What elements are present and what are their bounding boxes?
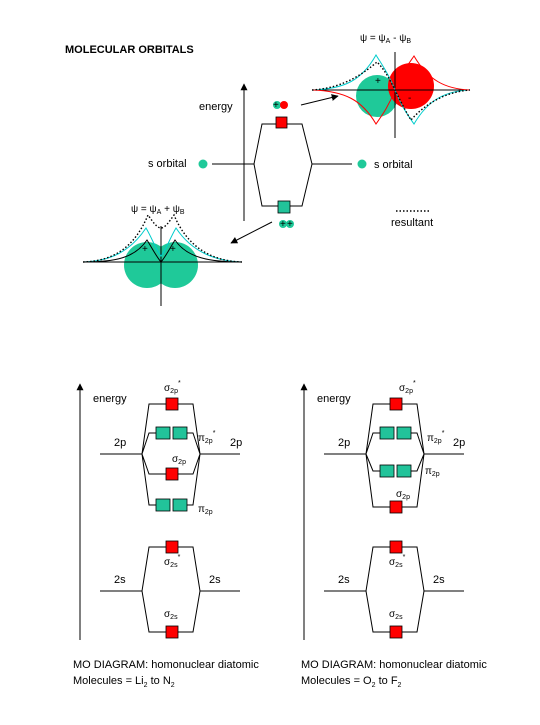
- left-mo-lines: [100, 403, 240, 633]
- left-sigma2s-box: [165, 625, 179, 639]
- right-pi2p-box-2: [396, 464, 412, 478]
- mini-red-top: [280, 101, 288, 109]
- right-2p-right-label: 2p: [453, 437, 465, 449]
- right-2s-left-label: 2s: [338, 574, 350, 586]
- figure-title: MOLECULAR ORBITALS: [65, 44, 194, 56]
- mini-green-bot-1: [279, 220, 287, 228]
- left-caption-line1: MO DIAGRAM: homonuclear diatomic: [73, 659, 259, 671]
- right-2s-right-label: 2s: [433, 574, 445, 586]
- svg-text:+: +: [375, 76, 381, 87]
- top-energy-label: energy: [199, 101, 233, 113]
- right-2p-left-label: 2p: [338, 437, 350, 449]
- right-pi2p-label: π2p: [425, 466, 440, 478]
- right-mo-lines: [324, 403, 464, 633]
- left-energy-label: energy: [93, 393, 127, 405]
- top-mo-lines: [212, 123, 352, 207]
- mo-diagram-li2-n2: energy 2p 2p 2s 2s σ2p* π2p* σ2p π2p σ2s…: [73, 380, 259, 689]
- arrow-to-bonding: [230, 221, 273, 244]
- left-sigma2p-star-label: σ2p*: [164, 380, 181, 395]
- left-pi2p-label: π2p: [198, 504, 213, 516]
- right-sigma2p-star-label: σ2p*: [399, 380, 416, 395]
- left-sigma2s-star-label: σ2s*: [164, 554, 181, 569]
- left-sigma2p-box: [165, 467, 179, 481]
- right-energy-label: energy: [317, 393, 351, 405]
- right-pi2p-box-1: [379, 464, 395, 478]
- right-pi2p-star-box-2: [396, 426, 412, 440]
- left-2p-right-label: 2p: [230, 437, 242, 449]
- svg-text:+: +: [280, 219, 286, 230]
- mini-green-bot-2: [286, 220, 294, 228]
- s-orbital-right-dot: [357, 159, 367, 169]
- left-2s-right-label: 2s: [209, 574, 221, 586]
- right-caption-line1: MO DIAGRAM: homonuclear diatomic: [301, 659, 487, 671]
- antibonding-resultant-curve: [311, 61, 471, 122]
- right-sigma2p-box: [389, 500, 403, 514]
- top-antibonding-box: [275, 116, 288, 129]
- left-pi2p-star-label: π2p*: [198, 430, 216, 445]
- bonding-lobe-right: [152, 242, 198, 288]
- left-pi2p-star-box-2: [172, 426, 188, 440]
- top-bonding-box: [277, 200, 291, 214]
- svg-text:+: +: [142, 244, 148, 255]
- right-sigma2p-star-box: [389, 397, 403, 411]
- right-pi2p-star-label: π2p*: [427, 430, 445, 445]
- mo-diagram-o2-f2: energy 2p 2p 2s 2s σ2p* π2p* π2p σ2p σ2s…: [300, 380, 487, 689]
- resultant-label: resultant: [391, 217, 433, 229]
- bonding-black-curve: [82, 239, 243, 263]
- bonding-equation: ψ = ψA + ψB: [131, 204, 185, 216]
- right-sigma2s-star-label: σ2s*: [389, 554, 406, 569]
- left-sigma2s-label: σ2s: [164, 609, 178, 621]
- left-pi2p-box-1: [155, 498, 171, 512]
- right-sigma2p-label: σ2p: [396, 489, 410, 501]
- bonding-cyan-curve: [82, 227, 243, 263]
- right-sigma2s-label: σ2s: [389, 609, 403, 621]
- svg-text:+: +: [287, 219, 293, 230]
- left-pi2p-star-box-1: [155, 426, 171, 440]
- bonding-resultant-curve: [82, 213, 243, 263]
- left-sigma2p-star-box: [165, 397, 179, 411]
- antibonding-plot: ψ = ψA - ψB + -: [311, 33, 471, 138]
- svg-text:+: +: [273, 100, 279, 111]
- left-sigma2s-star-box: [165, 540, 179, 554]
- left-caption-line2: Molecules = Li2 to N2: [73, 675, 175, 689]
- mini-green-top: [273, 101, 281, 109]
- bonding-plot: ψ = ψA + ψB + +: [82, 204, 243, 306]
- right-sigma2s-box: [389, 625, 403, 639]
- left-2s-left-label: 2s: [114, 574, 126, 586]
- arrow-to-antibonding: [300, 94, 339, 106]
- right-sigma2s-star-box: [389, 540, 403, 554]
- s-orbital-left-label: s orbital: [148, 158, 187, 170]
- right-caption-line2: Molecules = O2 to F2: [301, 675, 402, 689]
- antibonding-equation: ψ = ψA - ψB: [360, 33, 411, 45]
- svg-text:-: -: [408, 93, 411, 104]
- right-pi2p-star-box-1: [379, 426, 395, 440]
- left-2p-left-label: 2p: [114, 437, 126, 449]
- s-orbital-right-label: s orbital: [374, 159, 413, 171]
- antibonding-red-lobe: [388, 63, 434, 109]
- left-sigma2p-label: σ2p: [172, 454, 186, 466]
- s-orbital-left-dot: [198, 159, 208, 169]
- left-pi2p-box-2: [172, 498, 188, 512]
- svg-text:+: +: [170, 244, 176, 255]
